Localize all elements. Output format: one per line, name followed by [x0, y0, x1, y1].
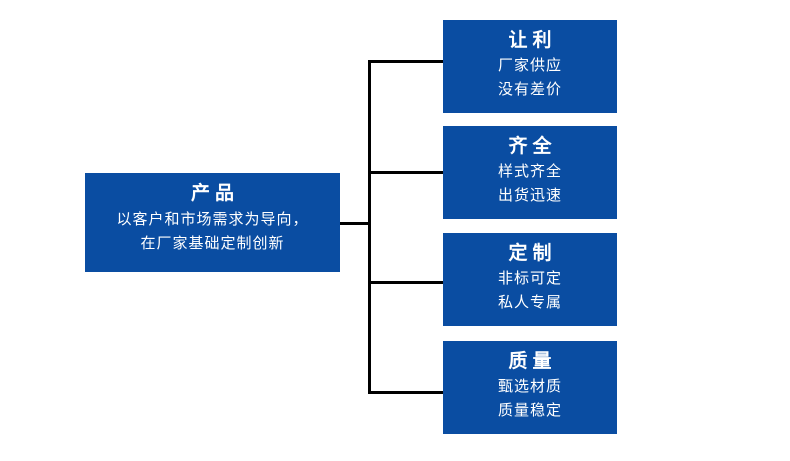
root-node-line-2: 在厂家基础定制创新 — [140, 235, 285, 252]
branch-node-quanquan[interactable]: 齐全 样式齐全 出货迅速 — [443, 126, 617, 219]
connector-branch-2 — [368, 171, 443, 174]
branch-node-line-1: 非标可定 — [497, 270, 562, 287]
branch-node-title: 让利 — [508, 30, 557, 51]
connector-branch-4 — [368, 391, 443, 394]
root-node-title: 产品 — [190, 183, 239, 204]
branch-node-line-2: 出货迅速 — [497, 187, 562, 204]
connector-root-stub — [340, 222, 371, 225]
branch-node-line-1: 样式齐全 — [497, 163, 562, 180]
root-node-line-1: 以客户和市场需求为导向， — [116, 211, 309, 228]
connector-branch-1 — [368, 60, 443, 63]
branch-node-title: 质量 — [508, 351, 557, 372]
branch-node-line-1: 厂家供应 — [497, 57, 562, 74]
branch-node-rangli[interactable]: 让利 厂家供应 没有差价 — [443, 20, 617, 113]
branch-node-line-2: 质量稳定 — [497, 402, 562, 419]
branch-node-title: 齐全 — [508, 136, 557, 157]
connector-branch-3 — [368, 281, 443, 284]
branch-node-line-1: 甄选材质 — [497, 378, 562, 395]
branch-node-line-2: 没有差价 — [497, 81, 562, 98]
branch-node-zhiliang[interactable]: 质量 甄选材质 质量稳定 — [443, 341, 617, 434]
branch-node-dingzhi[interactable]: 定制 非标可定 私人专属 — [443, 233, 617, 326]
connector-vertical-trunk — [368, 60, 371, 394]
root-node[interactable]: 产品 以客户和市场需求为导向， 在厂家基础定制创新 — [85, 173, 340, 272]
branch-node-line-2: 私人专属 — [497, 294, 562, 311]
branch-node-title: 定制 — [508, 243, 557, 264]
